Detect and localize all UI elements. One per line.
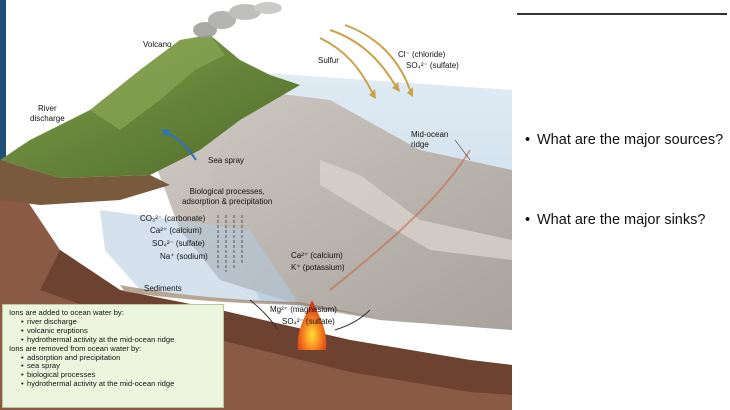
precipitation-arrows bbox=[217, 215, 243, 272]
sulfur-arrows bbox=[319, 24, 411, 93]
bullet-sources: • What are the major sources? bbox=[525, 131, 725, 171]
bullet-text: What are the major sources? bbox=[537, 132, 724, 148]
label-mid-ocean-ridge: Mid-ocean ridge bbox=[411, 130, 449, 149]
label-sodium: Na⁺ (sodium) bbox=[160, 252, 208, 261]
label-river-discharge: River discharge bbox=[30, 104, 65, 123]
label-chloride: Cl⁻ (chloride) bbox=[398, 50, 446, 59]
label-calcium-left: Ca²⁺ (calcium) bbox=[150, 226, 202, 235]
bullet-sinks: • What are the major sinks? bbox=[525, 211, 725, 231]
added-item: hydrothermal activity at the mid-ocean r… bbox=[21, 335, 217, 345]
removed-item: adsorption and precipitation bbox=[21, 353, 217, 363]
added-item: river discharge bbox=[21, 317, 217, 327]
label-potassium: K⁺ (potassium) bbox=[291, 263, 345, 272]
bullet-text: What are the major sinks? bbox=[537, 212, 706, 228]
label-carbonate: CO₃²⁻ (carbonate) bbox=[140, 214, 206, 223]
magma-plume bbox=[297, 300, 327, 350]
label-sulfate-bottom: SO₄²⁻ (sulfate) bbox=[282, 317, 335, 326]
added-item: volcanic eruptions bbox=[21, 326, 217, 336]
label-magnesium: Mg²⁺ (magnesium) bbox=[270, 305, 337, 314]
volcano-plume bbox=[193, 2, 282, 38]
removed-item: biological processes bbox=[21, 370, 217, 380]
title-rule bbox=[517, 13, 727, 15]
ion-info-box: Ions are added to ocean water by: river … bbox=[2, 304, 224, 408]
added-list: river discharge volcanic eruptions hydro… bbox=[21, 317, 217, 345]
removed-item: sea spray bbox=[21, 362, 217, 372]
removed-list: adsorption and precipitation sea spray b… bbox=[21, 353, 217, 390]
label-biological-processes: Biological processes, adsorption & preci… bbox=[182, 187, 273, 206]
label-calcium-right: Ca²⁺ (calcium) bbox=[291, 251, 343, 260]
label-sediments: Sediments bbox=[144, 284, 182, 293]
label-sulfate-left: SO₄²⁻ (sulfate) bbox=[152, 239, 205, 248]
removed-item: hydrothermal activity at the mid-ocean r… bbox=[21, 379, 217, 389]
label-sulfate-top: SO₄²⁻ (sulfate) bbox=[406, 61, 459, 70]
added-heading: Ions are added to ocean water by: bbox=[9, 308, 124, 317]
removed-heading: Ions are removed from ocean water by: bbox=[9, 343, 142, 353]
label-volcano: Volcano bbox=[143, 40, 172, 49]
label-sulfur: Sulfur bbox=[318, 56, 339, 65]
label-sea-spray: Sea spray bbox=[208, 156, 245, 165]
